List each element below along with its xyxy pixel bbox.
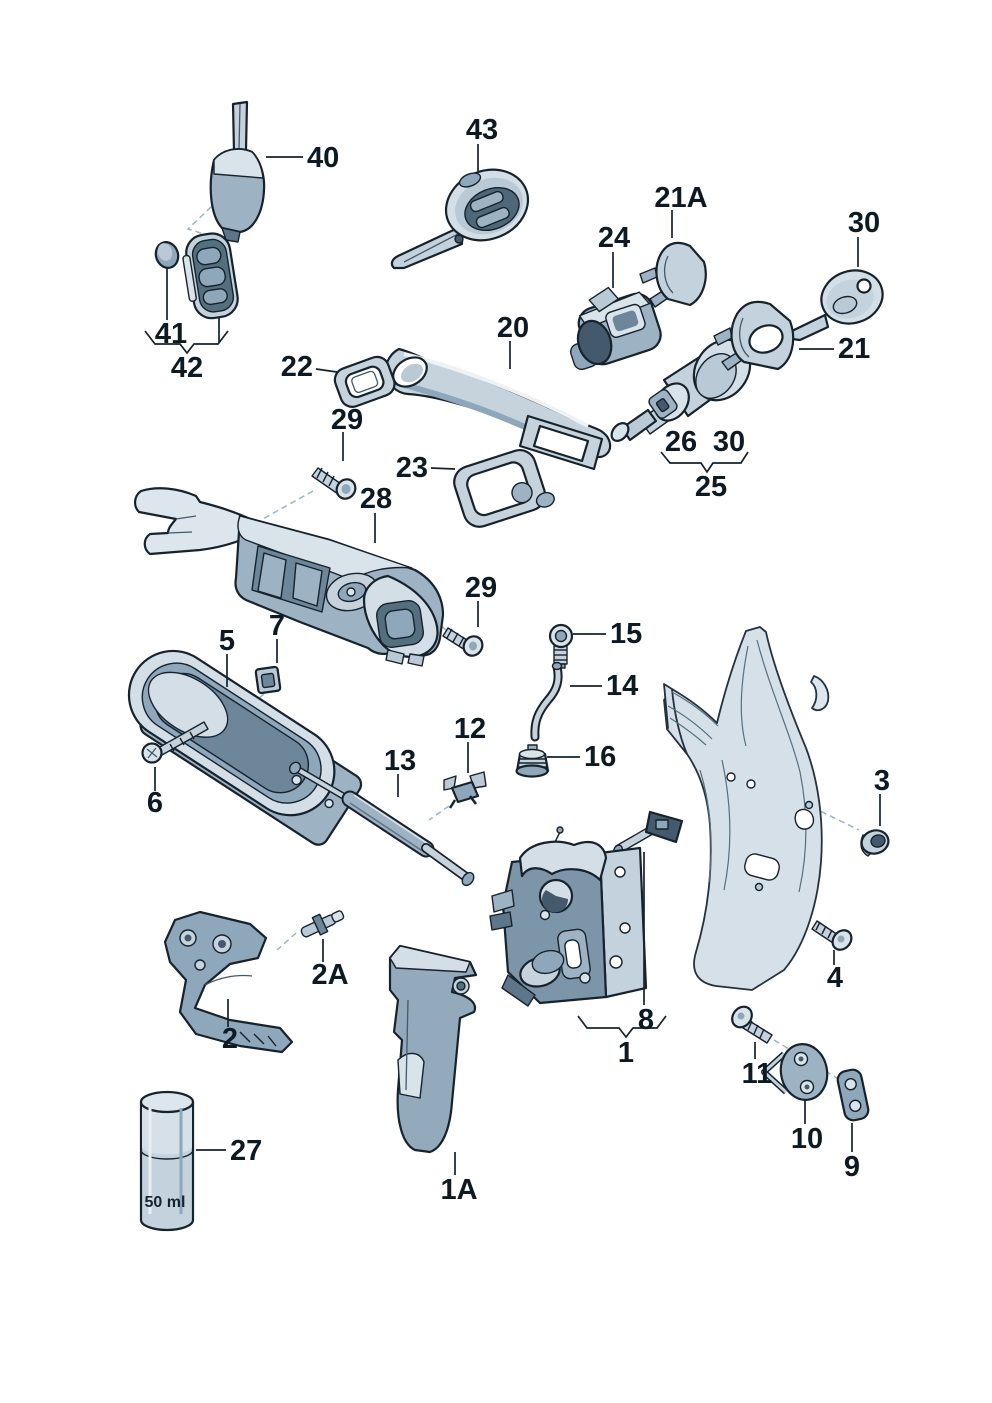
callout-7: 7 bbox=[269, 610, 285, 642]
part-1a-cover-bracket bbox=[388, 944, 478, 1154]
callout-10: 10 bbox=[791, 1123, 823, 1155]
part-15-screw bbox=[548, 623, 574, 669]
callout-26: 26 bbox=[665, 426, 697, 458]
callout-13: 13 bbox=[384, 745, 416, 777]
part-5-interior-handle-frame bbox=[127, 649, 363, 846]
part-6-screw bbox=[141, 721, 209, 764]
part-2a-pin bbox=[300, 910, 345, 938]
callout-1a: 1A bbox=[440, 1174, 477, 1206]
callout-22: 22 bbox=[281, 351, 313, 383]
part-10-striker-plate bbox=[761, 1043, 829, 1101]
callout-1: 1 bbox=[618, 1037, 634, 1069]
part-16-grommet bbox=[515, 744, 550, 778]
callout-2a: 2A bbox=[311, 959, 348, 991]
part-1-door-lock bbox=[489, 826, 648, 1007]
callout-6: 6 bbox=[147, 787, 163, 819]
callout-12: 12 bbox=[454, 713, 486, 745]
part-8-rod-connector bbox=[613, 810, 684, 856]
callout-23: 23 bbox=[396, 452, 428, 484]
part-21-cap bbox=[713, 300, 795, 371]
part-27-lubricant-can: 50 ml bbox=[139, 1090, 195, 1232]
part-4-screw bbox=[811, 920, 853, 951]
callout-30-top: 30 bbox=[848, 207, 880, 239]
callout-leader-lines bbox=[144, 144, 881, 1175]
part-9-shim bbox=[836, 1068, 870, 1122]
callout-29-lower: 29 bbox=[465, 572, 497, 604]
callout-labels: 40 43 41 42 24 21A 30 21 22 20 29 23 26 … bbox=[147, 114, 890, 1206]
part-23-gasket bbox=[453, 449, 555, 528]
part-13-actuating-rod bbox=[288, 761, 475, 887]
callout-3: 3 bbox=[874, 765, 890, 797]
part-3-plug bbox=[860, 829, 890, 857]
part-22-gasket bbox=[333, 355, 396, 408]
part-12-rod-clip bbox=[443, 771, 487, 809]
part-29-screw-upper bbox=[311, 467, 357, 500]
part-43-flip-key bbox=[390, 168, 530, 270]
callout-25: 25 bbox=[695, 471, 727, 503]
callout-5: 5 bbox=[219, 625, 235, 657]
callout-40: 40 bbox=[307, 142, 339, 174]
door-panel bbox=[663, 626, 830, 991]
callout-42: 42 bbox=[171, 352, 203, 384]
callout-28: 28 bbox=[360, 483, 392, 515]
callout-9: 9 bbox=[844, 1151, 860, 1183]
callout-43: 43 bbox=[466, 114, 498, 146]
callout-11: 11 bbox=[742, 1058, 773, 1090]
callout-30-set: 30 bbox=[713, 426, 745, 458]
part-7-clip bbox=[254, 665, 282, 695]
part-41-emblem bbox=[154, 241, 180, 269]
callout-8: 8 bbox=[638, 1004, 654, 1036]
part-29-screw-lower bbox=[442, 627, 484, 657]
callout-15: 15 bbox=[610, 618, 642, 650]
part-21a-cap bbox=[639, 241, 707, 308]
callout-27: 27 bbox=[230, 1135, 262, 1167]
part-24-lock-cylinder-housing bbox=[570, 286, 662, 371]
part-14-lock-rod bbox=[530, 661, 563, 742]
callout-21a: 21A bbox=[654, 182, 707, 214]
part-28-handle-carrier bbox=[134, 487, 445, 667]
part-20-exterior-door-handle bbox=[384, 347, 612, 471]
callout-20: 20 bbox=[497, 312, 529, 344]
part-42-remote-key-housing bbox=[182, 232, 239, 320]
callout-29-upper: 29 bbox=[331, 404, 363, 436]
callout-2: 2 bbox=[222, 1023, 238, 1055]
part-2-bracket bbox=[163, 910, 294, 1054]
part-30-key-head bbox=[789, 269, 884, 342]
callout-24: 24 bbox=[598, 222, 630, 254]
callout-41: 41 bbox=[155, 318, 187, 350]
callout-4: 4 bbox=[827, 962, 843, 994]
callout-21: 21 bbox=[838, 333, 870, 365]
part-11-screw bbox=[731, 1005, 773, 1044]
callout-14: 14 bbox=[606, 670, 638, 702]
part-40-key-blade-cover bbox=[209, 100, 266, 243]
callout-16: 16 bbox=[584, 741, 616, 773]
can-volume-label: 50 ml bbox=[145, 1194, 186, 1211]
